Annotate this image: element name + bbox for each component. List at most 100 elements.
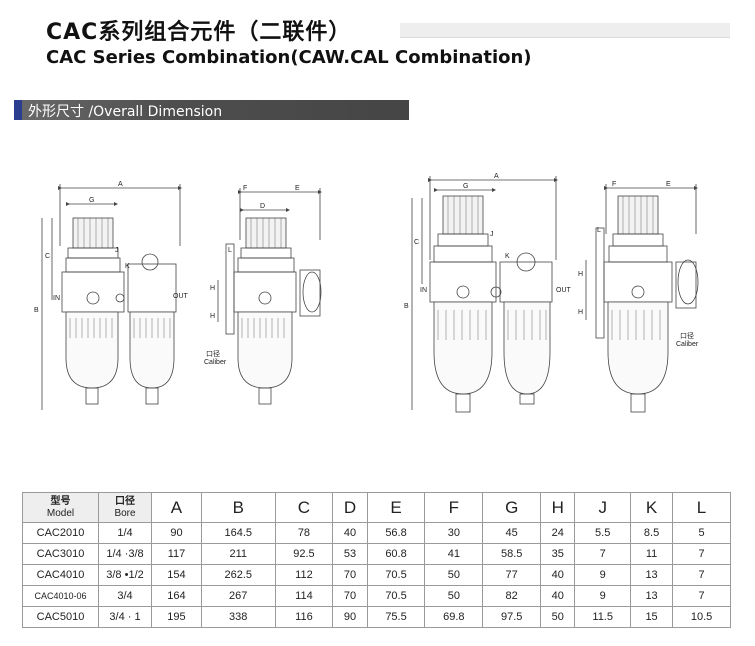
label-L: L [597,227,601,234]
cell-value: 5.5 [574,522,632,544]
cell-value: 11 [630,543,674,565]
header-bore: 口径 Bore [98,492,152,523]
header-bore-en: Bore [114,507,136,519]
label-C: C [45,253,50,260]
label-J: J [115,247,119,254]
cell-bore: 3/4 · 1 [98,606,152,628]
cell-value: 154 [151,564,202,586]
cell-value: 15 [630,606,674,628]
drawing-large-side [585,184,699,413]
label-E: E [666,181,671,188]
table-row: CAC2010 1/4 90 164.5 78 40 56.8 30 45 24… [22,522,731,544]
label-A: A [118,181,123,188]
label-H: H [210,313,215,320]
cell-value: 114 [274,585,334,607]
cell-model: CAC2010 [22,522,99,544]
cell-value: 69.8 [424,606,484,628]
cell-value: 211 [200,543,276,565]
drawing-small-front [41,184,182,410]
section-accent [14,100,22,120]
header-dim: J [574,492,632,523]
cell-value: 13 [630,564,674,586]
cell-value: 50 [424,585,484,607]
cell-value: 40 [540,585,576,607]
header-dim: D [332,492,368,523]
cell-value: 338 [200,606,276,628]
label-J: J [490,231,494,238]
cell-model: CAC4010 [22,564,99,586]
cell-value: 90 [332,606,368,628]
cell-value: 10.5 [672,606,731,628]
section-header: 外形尺寸 /Overall Dimension [14,100,409,120]
label-caliber-cn: 口径 [680,331,694,340]
cell-value: 50 [540,606,576,628]
table-row: CAC5010 3/4 · 1 195 338 116 90 75.5 69.8… [22,606,731,628]
header-dim: H [540,492,576,523]
header-dim: K [630,492,674,523]
cell-value: 7 [574,543,632,565]
label-K: K [505,253,510,260]
cell-value: 41 [424,543,484,565]
header-dim: G [482,492,542,523]
cell-value: 164 [151,585,202,607]
label-caliber-en: Caliber [204,359,227,366]
page-title-cn: CAC系列组合元件（二联件） [46,20,352,45]
page-title-en: CAC Series Combination(CAW.CAL Combinati… [46,47,532,68]
label-B: B [404,303,409,310]
section-label: 外形尺寸 /Overall Dimension [28,104,223,120]
cell-value: 40 [332,522,368,544]
label-L: L [228,247,232,254]
cell-value: 50 [424,564,484,586]
header-dim: E [366,492,426,523]
cell-value: 267 [200,585,276,607]
label-out: OUT [173,293,189,300]
cell-value: 117 [151,543,202,565]
cell-bore: 3/4 [98,585,152,607]
cell-value: 78 [274,522,334,544]
label-H: H [578,309,583,316]
cell-value: 40 [540,564,576,586]
cell-value: 58.5 [482,543,542,565]
cell-value: 112 [274,564,334,586]
cell-value: 195 [151,606,202,628]
label-G: G [89,197,94,204]
header-model-cn: 型号 [50,495,71,507]
label-out: OUT [556,287,572,294]
cell-value: 56.8 [366,522,426,544]
cell-value: 13 [630,585,674,607]
label-G: G [463,183,468,190]
header-bore-cn: 口径 [115,495,135,507]
cell-model: CAC5010 [22,606,99,628]
dimension-table: 型号 Model 口径 Bore A B C D E F G H J K L C… [22,492,731,628]
cell-value: 30 [424,522,484,544]
table-row: CAC4010 3/8 •1/2 154 262.5 112 70 70.5 5… [22,564,731,586]
header-model: 型号 Model [22,492,99,523]
label-C: C [414,239,419,246]
label-F: F [243,185,247,192]
label-in: IN [53,295,60,302]
cell-value: 70 [332,564,368,586]
table-row: CAC3010 1/4 ·3/8 117 211 92.5 53 60.8 41… [22,543,731,565]
cell-value: 262.5 [200,564,276,586]
cell-value: 70.5 [366,564,426,586]
cell-value: 7 [672,543,731,565]
cell-value: 45 [482,522,542,544]
cell-value: 11.5 [574,606,632,628]
table-header-row: 型号 Model 口径 Bore A B C D E F G H J K L [22,492,731,523]
label-H: H [578,271,583,278]
cell-value: 5 [672,522,731,544]
label-caliber-cn: 口径 [206,349,220,358]
label-H: H [210,285,215,292]
label-D: D [260,203,265,210]
label-F: F [612,181,616,188]
header-dim: C [274,492,334,523]
cell-value: 60.8 [366,543,426,565]
cell-value: 53 [332,543,368,565]
header-dim: B [200,492,276,523]
cell-value: 75.5 [366,606,426,628]
cell-model: CAC3010 [22,543,99,565]
cell-bore: 1/4 ·3/8 [98,543,152,565]
cell-value: 82 [482,585,542,607]
cell-value: 77 [482,564,542,586]
label-K: K [125,263,130,270]
